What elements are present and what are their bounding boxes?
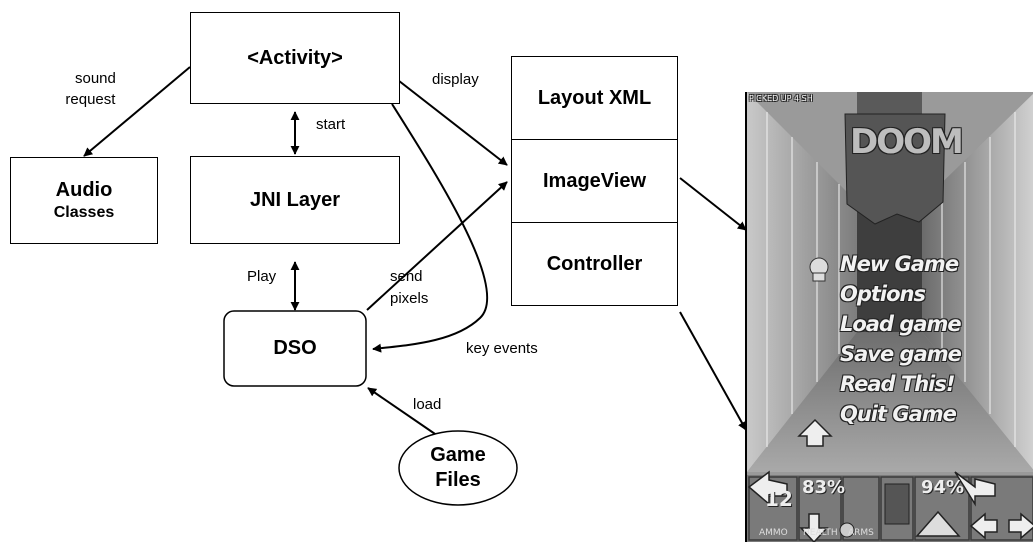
menu-item-save-game[interactable]: Save game <box>840 342 962 366</box>
imageview-label: ImageView <box>542 169 647 192</box>
dso-label: DSO <box>273 337 317 359</box>
up-arrow-icon[interactable] <box>797 418 833 448</box>
edge-label-key-events: key events <box>466 340 538 357</box>
classes-label: Classes <box>53 204 115 221</box>
menu-item-new-game[interactable]: New Game <box>840 252 959 276</box>
hud-arms-label: ARMS <box>848 528 874 538</box>
game-files-node: Game Files <box>399 431 517 505</box>
arrow-key-events <box>372 103 489 353</box>
dso-box <box>223 310 367 387</box>
edge-label-display: display <box>432 71 479 88</box>
turn-left-arrow-icon[interactable] <box>747 472 789 506</box>
edge-label-sound-request: sound request <box>65 70 116 109</box>
menu-item-quit-game[interactable]: Quit Game <box>840 402 957 426</box>
strafe-right-arrow-icon[interactable] <box>1005 512 1033 540</box>
request-text: request <box>65 91 116 108</box>
hud-health-label: HEALTH <box>803 528 838 538</box>
hud-ammo-value: 12 <box>765 487 793 511</box>
arrow-controller-to-screen <box>679 311 747 431</box>
menu-item-options[interactable]: Options <box>840 282 926 306</box>
layout-xml-label: Layout XML <box>537 86 652 109</box>
edge-label-play: Play <box>247 268 277 285</box>
arrow-sound-request <box>83 66 191 157</box>
imageview-node: ImageView <box>511 139 678 223</box>
send-text: send <box>390 268 423 285</box>
strafe-left-arrow-icon[interactable] <box>969 512 999 540</box>
activity-label: <Activity> <box>247 46 343 69</box>
hud-ammo-label: AMMO <box>759 528 788 538</box>
game-screen: PICKED UP 4 SH DOOM New Game Options Loa… <box>745 92 1033 542</box>
down-arrow-icon[interactable] <box>799 512 829 542</box>
edge-label-load: load <box>413 396 442 413</box>
jni-layer-label: JNI Layer <box>249 188 341 211</box>
jni-layer-node: JNI Layer <box>190 156 400 244</box>
audio-classes-node: Audio Classes <box>10 157 158 244</box>
game-label: Game <box>430 444 486 466</box>
edge-label-send-pixels: send pixels <box>390 268 428 308</box>
activity-node: <Activity> <box>190 12 400 104</box>
menu-item-load-game[interactable]: Load game <box>840 312 962 336</box>
audio-label: Audio <box>55 179 113 201</box>
arrow-imageview-to-screen <box>679 177 747 231</box>
sound-text: sound <box>75 70 116 87</box>
turn-right-arrow-icon[interactable] <box>839 472 881 506</box>
dso-node: DSO <box>224 311 366 386</box>
arrow-load <box>367 387 439 437</box>
controller-label: Controller <box>546 252 643 275</box>
doom-logo: DOOM <box>850 122 964 162</box>
hud-armor-value: 94% <box>921 477 965 498</box>
hud-health-value: 83% <box>802 477 846 498</box>
skull-cursor-icon <box>809 257 829 283</box>
status-message: PICKED UP 4 SH <box>749 94 813 103</box>
edge-label-start: start <box>316 116 346 133</box>
fire-triangle-icon[interactable] <box>915 510 961 538</box>
game-files-ellipse <box>398 430 518 506</box>
files-label: Files <box>435 469 481 491</box>
pixels-text: pixels <box>390 290 429 307</box>
arrow-send-pixels <box>366 181 508 311</box>
menu-item-read-this[interactable]: Read This! <box>840 372 955 396</box>
layout-xml-node: Layout XML <box>511 56 678 140</box>
arrow-display <box>384 69 508 166</box>
game-scene <box>747 92 1033 542</box>
controller-node: Controller <box>511 222 678 306</box>
